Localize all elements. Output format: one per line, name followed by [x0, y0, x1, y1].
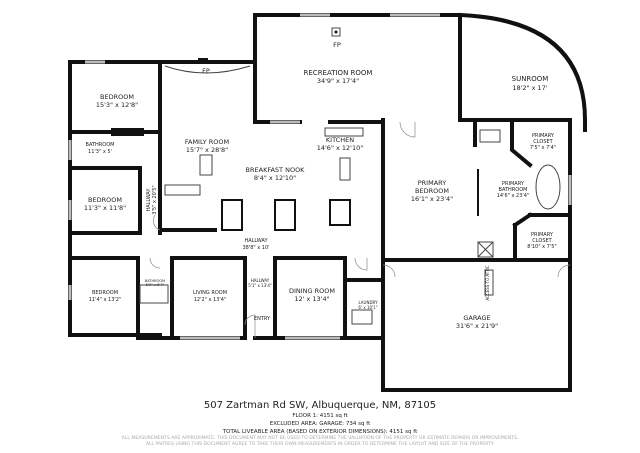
svg-text:KITCHEN: KITCHEN	[326, 136, 354, 144]
svg-text:CLOSET: CLOSET	[533, 139, 553, 145]
svg-text:3'5" x 20'5": 3'5" x 20'5"	[152, 185, 158, 214]
svg-text:14'6" x 12'10": 14'6" x 12'10"	[317, 144, 363, 152]
floor-area: FLOOR 1: 4151 sq ft	[292, 413, 348, 419]
room-sunroom: SUNROOM 18'2" x 17'	[512, 75, 549, 92]
svg-text:GARAGE: GARAGE	[463, 314, 490, 322]
svg-text:BEDROOM: BEDROOM	[88, 196, 122, 204]
svg-text:31'6" x 21'9": 31'6" x 21'9"	[456, 322, 498, 330]
svg-text:11'4" x 13'2": 11'4" x 13'2"	[89, 297, 122, 303]
svg-text:LAUNDRY: LAUNDRY	[358, 300, 378, 305]
fixtures	[139, 27, 561, 325]
room-kitchen: KITCHEN 14'6" x 12'10"	[317, 136, 363, 152]
svg-text:HALLWAY: HALLWAY	[244, 238, 268, 244]
svg-text:7'5" x 7'4": 7'5" x 7'4"	[530, 145, 556, 151]
svg-text:HALLWAY: HALLWAY	[251, 278, 270, 283]
disclaimer-line-2: ALL PARTIES USING THIS DOCUMENT AGREE TO…	[145, 442, 495, 447]
room-living-room: LIVING ROOM 12'2" x 13'4"	[193, 290, 227, 303]
svg-text:LIVING ROOM: LIVING ROOM	[193, 290, 227, 296]
svg-text:BATHROOM: BATHROOM	[145, 279, 165, 283]
room-hallway-main: HALLWAY 38'8" x 10'	[242, 238, 269, 251]
room-primary-closet-1: PRIMARY CLOSET 7'5" x 7'4"	[530, 133, 556, 151]
svg-text:15'7" x 28'8": 15'7" x 28'8"	[186, 146, 228, 154]
attic-access-label: ACCESS TO ATTIC	[485, 265, 490, 300]
svg-text:12' x 13'4": 12' x 13'4"	[294, 295, 329, 303]
fireplace-label: FP	[333, 41, 341, 49]
svg-text:BEDROOM: BEDROOM	[100, 93, 134, 101]
svg-text:BEDROOM: BEDROOM	[415, 187, 449, 195]
room-primary-bathroom: PRIMARY BATHROOM 14'6" x 23'4"	[497, 181, 530, 199]
room-bathroom-1: BATHROOM 11'3" x 5'	[86, 142, 115, 155]
svg-text:8'4" x 12'10": 8'4" x 12'10"	[254, 174, 296, 182]
excluded-area: EXCLUDED AREA: GARAGE: 734 sq ft	[269, 421, 371, 427]
doors	[149, 121, 571, 338]
address: 507 Zartman Rd SW, Albuquerque, NM, 8710…	[203, 400, 437, 411]
svg-text:BATHROOM: BATHROOM	[86, 142, 115, 148]
room-entry: ENTRY	[254, 316, 271, 322]
room-recreation-room: RECREATION ROOM 34'9" x 17'4"	[304, 69, 373, 85]
fireplace-label: FP	[202, 67, 210, 75]
svg-text:CLOSET: CLOSET	[532, 238, 552, 244]
room-bedroom-1: BEDROOM 15'3" x 12'8"	[96, 93, 138, 109]
room-primary-bedroom: PRIMARY BEDROOM 16'1" x 23'4"	[411, 179, 453, 203]
disclaimer-line-1: ALL MEASUREMENTS ARE APPROXIMATE. THIS D…	[121, 436, 519, 441]
svg-text:6' x 10'1": 6' x 10'1"	[358, 305, 377, 310]
svg-text:18'2" x 17': 18'2" x 17'	[512, 84, 547, 92]
room-hallway-vertical: HALLWAY 3'5" x 20'5"	[146, 185, 158, 214]
windows	[68, 13, 572, 340]
svg-text:15'3" x 12'8": 15'3" x 12'8"	[96, 101, 138, 109]
room-bedroom-3: BEDROOM 11'4" x 13'2"	[89, 290, 122, 303]
room-bedroom-2: BEDROOM 11'3" x 11'8"	[84, 196, 126, 212]
svg-text:5'1" x 13'4": 5'1" x 13'4"	[248, 283, 272, 288]
svg-text:RECREATION ROOM: RECREATION ROOM	[304, 69, 373, 77]
svg-text:BEDROOM: BEDROOM	[92, 290, 118, 296]
room-garage: GARAGE 31'6" x 21'9"	[456, 314, 498, 330]
room-family-room: FAMILY ROOM 15'7" x 28'8"	[185, 138, 229, 154]
svg-text:38'8" x 10': 38'8" x 10'	[242, 245, 269, 251]
room-labels: RECREATION ROOM 34'9" x 17'4" FP FP SUNR…	[84, 41, 557, 330]
room-primary-closet-2: PRIMARY CLOSET 8'10" x 7'5"	[527, 232, 556, 250]
footer: 507 Zartman Rd SW, Albuquerque, NM, 8710…	[0, 400, 640, 448]
svg-text:PRIMARY: PRIMARY	[418, 179, 447, 187]
room-breakfast-nook: BREAKFAST NOOK 8'4" x 12'10"	[246, 166, 306, 182]
room-bathroom-2: BATHROOM 5'9" x 8'7"	[145, 279, 165, 287]
svg-text:FAMILY ROOM: FAMILY ROOM	[185, 138, 229, 146]
svg-text:BREAKFAST NOOK: BREAKFAST NOOK	[246, 166, 306, 174]
svg-text:8'10" x 7'5": 8'10" x 7'5"	[527, 244, 556, 250]
svg-text:PRIMARY: PRIMARY	[531, 232, 554, 238]
svg-text:34'9" x 17'4": 34'9" x 17'4"	[317, 77, 359, 85]
svg-text:PRIMARY: PRIMARY	[502, 181, 525, 187]
floor-plan: RECREATION ROOM 34'9" x 17'4" FP FP SUNR…	[68, 12, 587, 392]
room-dining-room: DINING ROOM 12' x 13'4"	[289, 287, 335, 303]
room-laundry: LAUNDRY 6' x 10'1"	[358, 300, 378, 310]
svg-text:16'1" x 23'4": 16'1" x 23'4"	[411, 195, 453, 203]
svg-text:SUNROOM: SUNROOM	[512, 75, 549, 83]
svg-text:11'3" x 5': 11'3" x 5'	[88, 149, 112, 155]
svg-text:12'2" x 13'4": 12'2" x 13'4"	[194, 297, 227, 303]
room-hallway-small: HALLWAY 5'1" x 13'4"	[248, 278, 272, 288]
svg-text:HALLWAY: HALLWAY	[146, 188, 152, 212]
svg-text:14'6" x 23'4": 14'6" x 23'4"	[497, 193, 530, 199]
svg-text:5'9" x 8'7": 5'9" x 8'7"	[146, 283, 165, 287]
svg-text:BATHROOM: BATHROOM	[499, 187, 528, 193]
svg-text:PRIMARY: PRIMARY	[532, 133, 555, 139]
svg-text:11'3" x 11'8": 11'3" x 11'8"	[84, 204, 126, 212]
svg-text:DINING ROOM: DINING ROOM	[289, 287, 335, 295]
total-area: TOTAL LIVEABLE AREA (BASED ON EXTERIOR D…	[222, 429, 418, 435]
